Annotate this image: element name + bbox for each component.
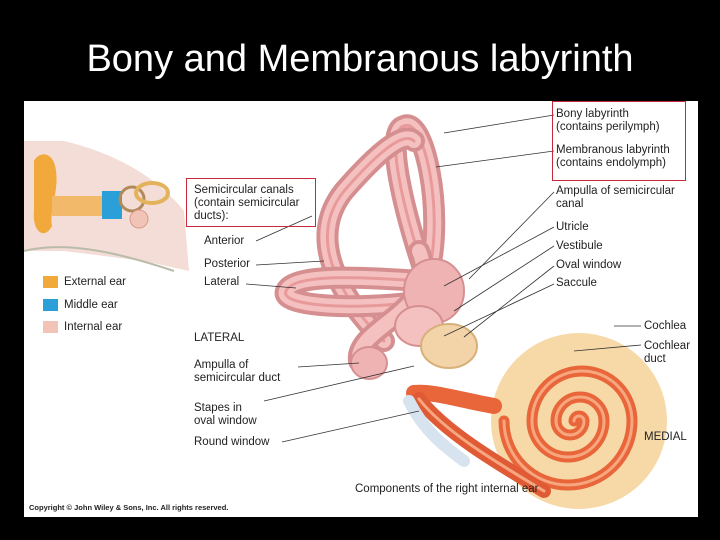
ear-inset-illustration — [24, 141, 189, 272]
label-ampulla-duct-2: semicircular duct — [194, 372, 281, 384]
label-lateral: Lateral — [204, 276, 240, 288]
label-lateral-orientation: LATERAL — [194, 332, 245, 344]
labyrinth-highlight — [552, 101, 686, 181]
label-membranous-labyrinth-2: (contains endolymph) — [556, 157, 666, 169]
legend-internal-ear: Internal ear — [64, 321, 123, 333]
label-anterior: Anterior — [204, 235, 245, 247]
label-ampulla-canal-2: canal — [556, 198, 584, 210]
label-utricle: Utricle — [556, 221, 589, 233]
label-stapes-2: oval window — [194, 415, 257, 427]
internal-ear-swatch — [43, 321, 58, 333]
diagram-caption: Components of the right internal ear — [355, 483, 539, 495]
leader-lines — [245, 114, 642, 443]
label-bony-labyrinth-1: Bony labyrinth — [556, 108, 629, 120]
label-ampulla-duct-1: Ampulla of — [194, 359, 249, 371]
label-ampulla-canal-1: Ampulla of semicircular — [556, 185, 675, 197]
legend-middle-ear: Middle ear — [64, 299, 118, 311]
label-saccule: Saccule — [556, 277, 597, 289]
label-cochlea: Cochlea — [644, 320, 687, 332]
label-cochlear-duct-2: duct — [644, 353, 666, 365]
legend-external-ear: External ear — [64, 276, 127, 288]
label-membranous-labyrinth-1: Membranous labyrinth — [556, 144, 670, 156]
label-posterior: Posterior — [204, 258, 251, 270]
external-ear-swatch — [43, 276, 58, 288]
vestibule-illustration — [350, 258, 478, 380]
semicircular-canals-highlight — [186, 178, 316, 227]
label-cochlear-duct-1: Cochlear — [644, 340, 691, 352]
cochlea-illustration — [403, 333, 667, 509]
label-semicircular-canals-3: ducts): — [194, 210, 229, 222]
label-oval-window: Oval window — [556, 259, 622, 271]
labyrinth-diagram — [24, 114, 667, 509]
page-title: Bony and Membranous labyrinth — [86, 38, 634, 80]
label-bony-labyrinth-2: (contains perilymph) — [556, 121, 660, 133]
copyright-notice: Copyright © John Wiley & Sons, Inc. All … — [29, 503, 229, 512]
label-semicircular-canals: Semicircular canals — [194, 184, 294, 196]
label-round-window: Round window — [194, 436, 270, 448]
middle-ear-swatch — [43, 299, 58, 311]
label-stapes-1: Stapes in — [194, 402, 242, 414]
diagram-panel: External ear Middle ear Internal ear Sem… — [24, 101, 698, 517]
label-vestibule: Vestibule — [556, 240, 603, 252]
label-semicircular-canals-2: (contain semicircular — [194, 197, 300, 209]
label-medial: MEDIAL — [644, 431, 687, 443]
